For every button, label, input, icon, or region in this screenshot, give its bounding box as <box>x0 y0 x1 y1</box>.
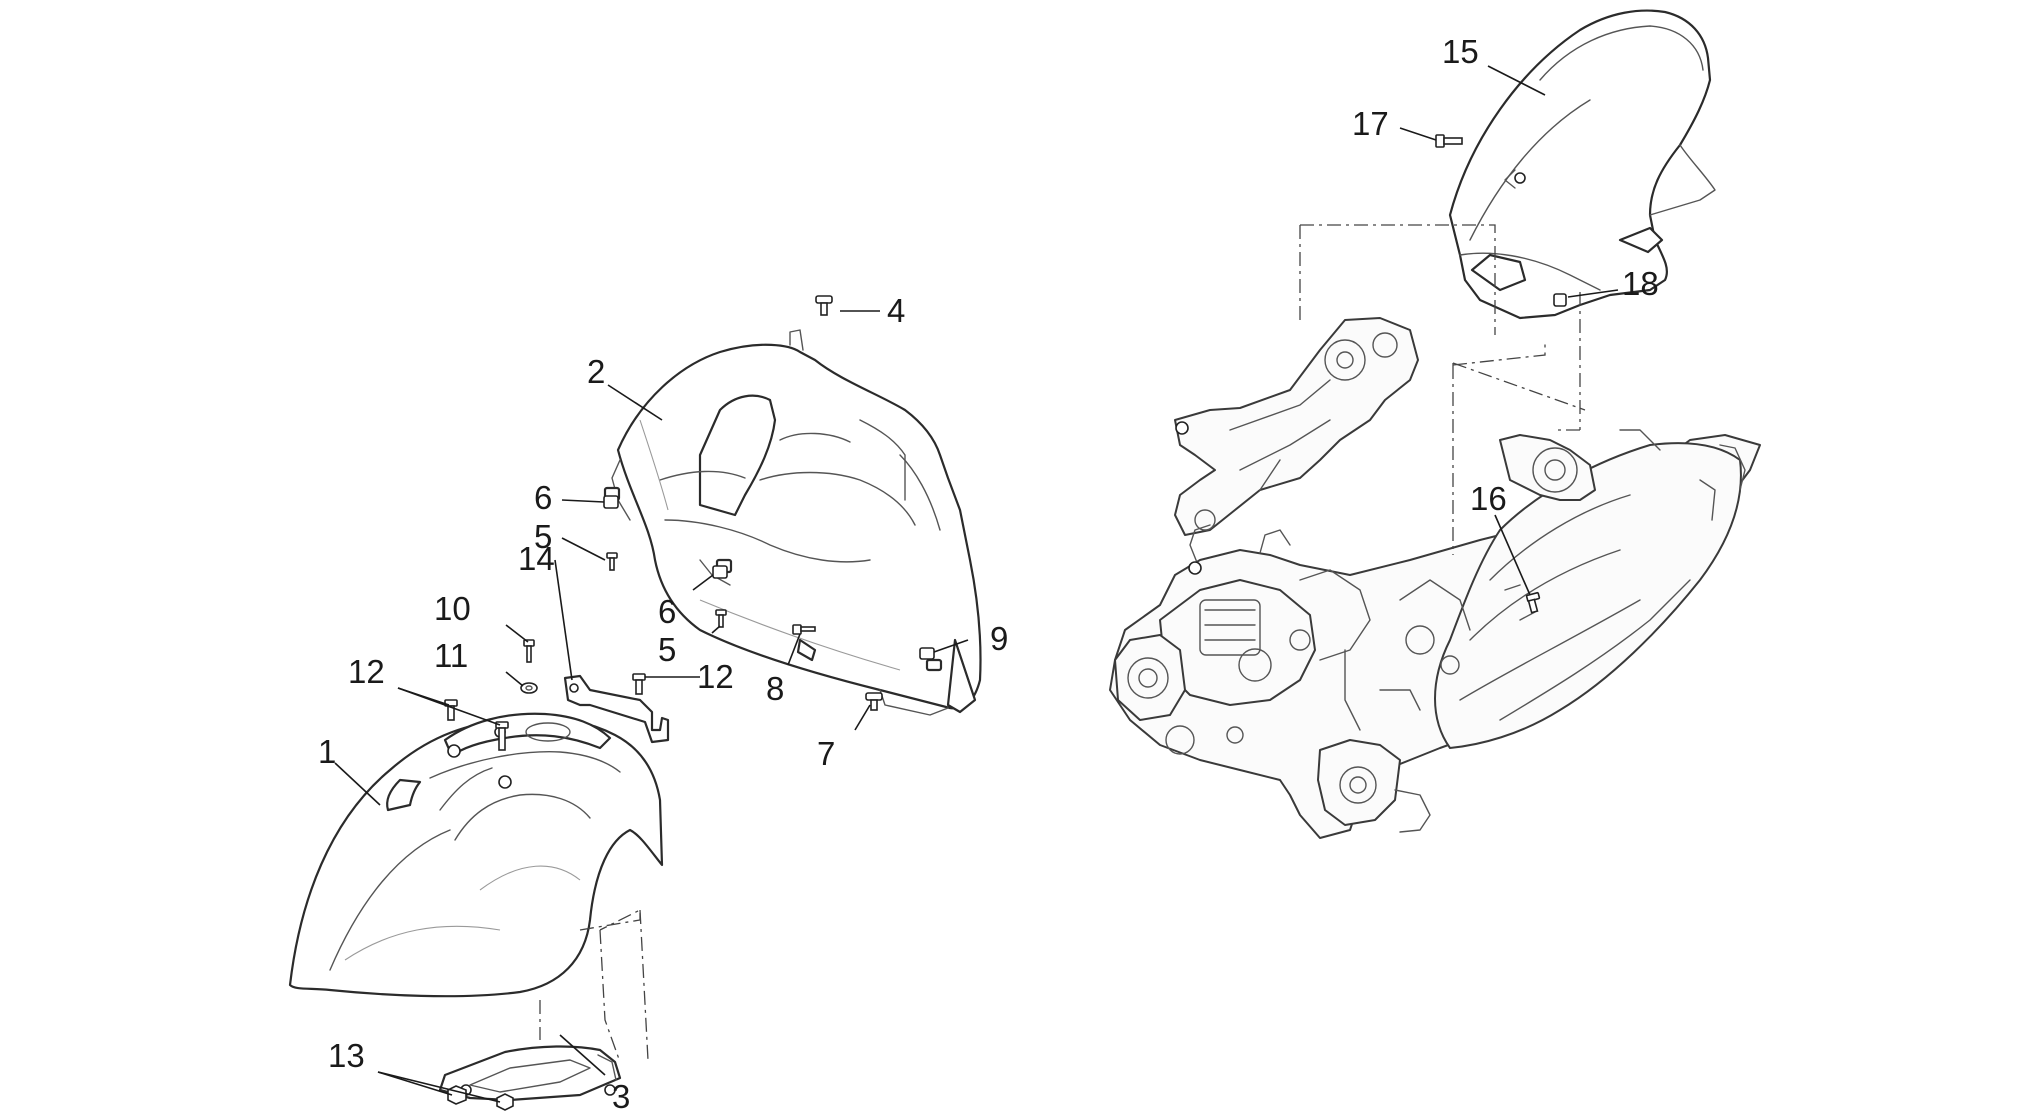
mudguard-bracket[interactable] <box>438 1045 622 1102</box>
callout-6b: 6 <box>658 593 676 630</box>
callout-16: 16 <box>1470 480 1507 517</box>
screw-7[interactable] <box>865 692 883 711</box>
callout-15: 15 <box>1442 33 1479 70</box>
engine-mount-bracket[interactable] <box>1174 317 1419 536</box>
callout-13: 13 <box>328 1037 365 1074</box>
washer-11[interactable] <box>520 682 538 694</box>
callout-6a: 6 <box>534 479 552 516</box>
callout-4: 4 <box>887 292 905 329</box>
clip-6a[interactable] <box>603 495 619 509</box>
callout-8: 8 <box>766 670 784 707</box>
screw-4[interactable] <box>815 295 833 316</box>
callout-5b: 5 <box>658 631 676 668</box>
callout-12b: 12 <box>697 658 734 695</box>
engine-unit[interactable] <box>1109 429 1761 839</box>
callout-7: 7 <box>817 735 835 772</box>
callout-1: 1 <box>318 733 336 770</box>
screw-16[interactable] <box>1525 591 1541 614</box>
nut-13b[interactable] <box>496 1093 514 1111</box>
screw-12b[interactable] <box>495 721 509 751</box>
clip-18[interactable] <box>1553 293 1567 307</box>
screw-12c[interactable] <box>632 673 646 695</box>
screw-8[interactable] <box>792 624 816 635</box>
callout-14: 14 <box>518 540 555 577</box>
leader-lines <box>334 65 1619 1103</box>
alignment-dashes <box>539 224 1586 1063</box>
clip-9[interactable] <box>919 647 935 660</box>
screw-5b[interactable] <box>715 609 727 628</box>
clip-6b[interactable] <box>712 565 728 579</box>
callout-labels: 1 2 3 4 5 5 6 6 7 8 9 10 11 12 12 13 14 … <box>318 33 1659 1111</box>
screw-17[interactable] <box>1435 134 1463 148</box>
callout-3: 3 <box>612 1078 630 1111</box>
screw-5a[interactable] <box>606 552 618 571</box>
callout-9: 9 <box>990 620 1008 657</box>
callout-2: 2 <box>587 353 605 390</box>
screw-12a[interactable] <box>444 699 458 721</box>
callout-17: 17 <box>1352 105 1389 142</box>
bracket-14[interactable] <box>563 674 670 744</box>
front-mudguard[interactable] <box>288 712 664 998</box>
bolt-10[interactable] <box>523 639 535 663</box>
rear-mudguard[interactable] <box>1448 9 1716 320</box>
callout-11: 11 <box>434 637 468 674</box>
callout-10: 10 <box>434 590 471 627</box>
callout-12a: 12 <box>348 653 385 690</box>
callout-18: 18 <box>1622 265 1659 302</box>
callout-5a: 5 <box>534 518 552 555</box>
